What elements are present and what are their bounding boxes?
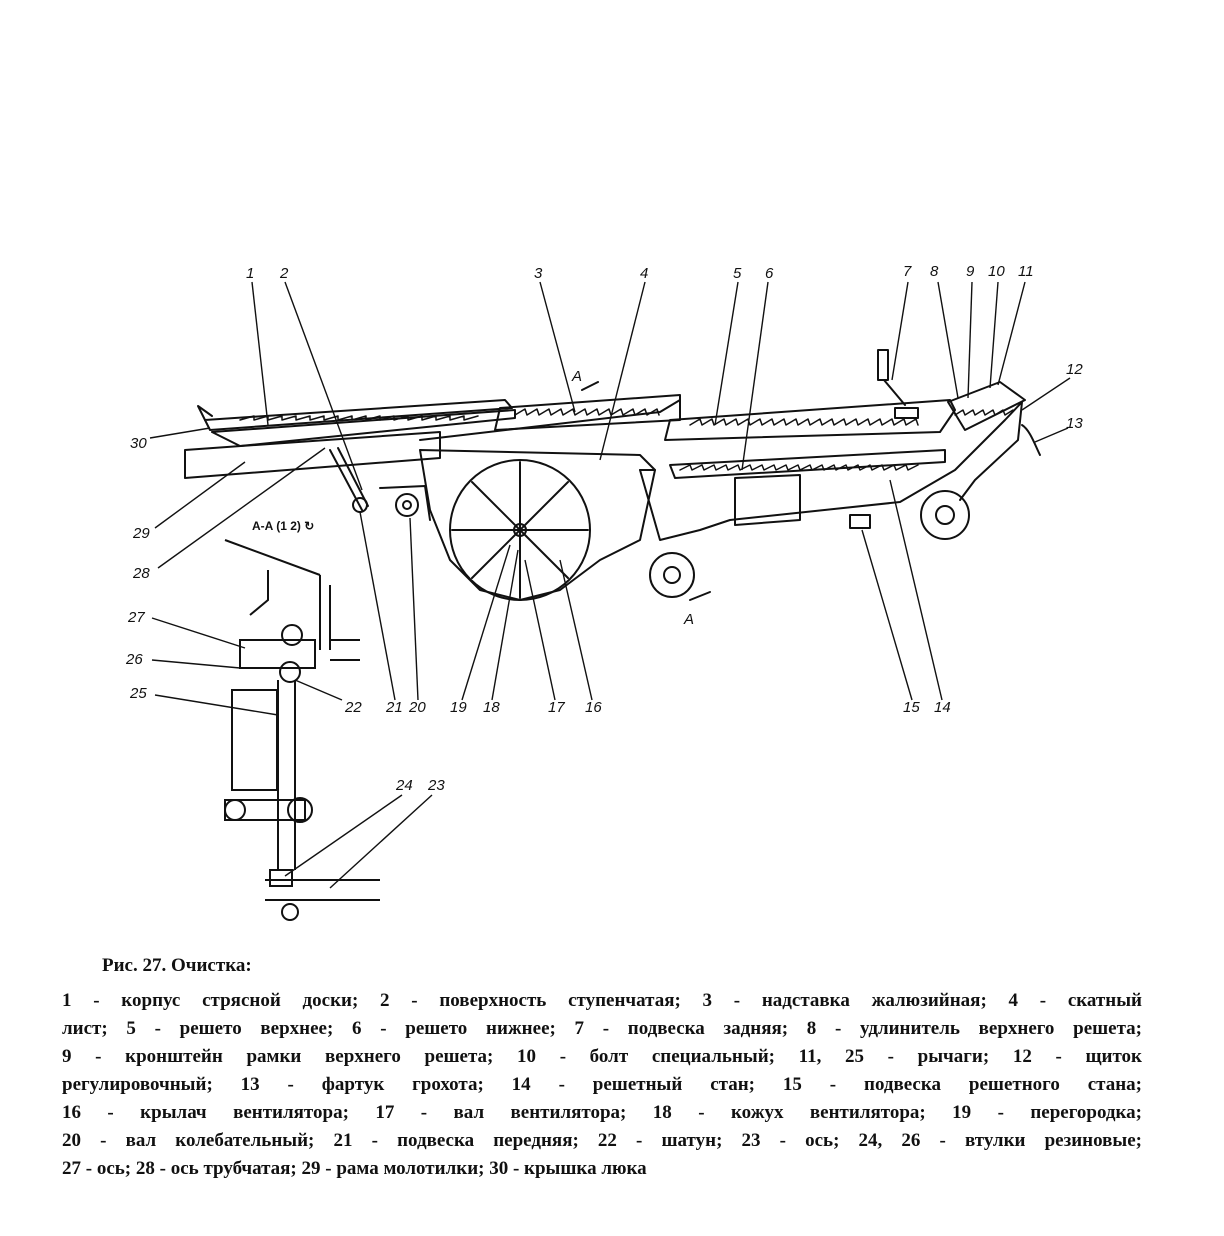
label-12: 12: [1066, 361, 1083, 378]
label-29: 29: [132, 525, 150, 542]
label-19: 19: [450, 699, 467, 716]
label-28: 28: [132, 565, 150, 582]
sieve-frame: [639, 401, 1023, 541]
label-15: 15: [903, 699, 920, 716]
figure-caption: Рис. 27. Очистка: 1 - корпус стрясной до…: [62, 955, 1142, 1183]
thresher-frame: [184, 431, 441, 479]
front-roller: [649, 552, 695, 598]
label-2: 2: [279, 265, 289, 282]
label-4: 4: [640, 265, 648, 282]
label-8: 8: [930, 263, 939, 280]
caption-line: 27 - ось; 28 - ось трубчатая; 29 - рама …: [62, 1158, 647, 1179]
label-16: 16: [585, 699, 602, 716]
caption-line: 16 - крылач вентилятора; 17 - вал вентил…: [62, 1102, 1142, 1123]
rear-hanger: [877, 349, 919, 419]
label-30: 30: [130, 435, 147, 452]
caption-line: 20 - вал колебательный; 21 - подвеска пе…: [62, 1130, 1142, 1151]
lower-sieve: [669, 449, 946, 479]
label-27: 27: [127, 609, 145, 626]
label-26: 26: [125, 651, 143, 668]
fan-rotor: [449, 459, 591, 601]
screen-apron: [1021, 424, 1041, 456]
label-10: 10: [988, 263, 1005, 280]
cleaning-unit-diagram: 1 2 3 4 5 6 7 8 9 10 11 12 13 14 15 16 1…: [125, 263, 1083, 921]
fan-housing: [419, 399, 681, 601]
caption-line: 1 - корпус стрясной доски; 2 - поверхнос…: [62, 990, 1142, 1011]
sieve-frame-hanger: [849, 514, 871, 529]
section-a-a-view: [224, 539, 380, 921]
leader-lines: [149, 281, 1071, 889]
caption-line: 9 - кронштейн рамки верхнего решета; 10 …: [62, 1046, 1142, 1067]
label-11: 11: [1018, 263, 1034, 280]
label-14: 14: [934, 699, 951, 716]
label-7: 7: [903, 263, 912, 280]
label-25: 25: [129, 685, 147, 702]
label-section-a-top: A: [571, 368, 582, 385]
caption-line: лист; 5 - решето верхнее; 6 - решето ниж…: [62, 1018, 1142, 1039]
label-13: 13: [1066, 415, 1083, 432]
label-1: 1: [246, 265, 254, 282]
oscillating-shaft: [379, 485, 431, 521]
upper-sieve: [664, 381, 1026, 441]
label-22: 22: [344, 699, 362, 716]
label-9: 9: [966, 263, 975, 280]
label-21: 21: [385, 699, 403, 716]
front-hanger: [329, 447, 369, 513]
label-24: 24: [395, 777, 413, 794]
caption-line: регулировочный; 13 - фартук грохота; 14 …: [62, 1074, 1142, 1095]
caption-body: 1 - корпус стрясной доски; 2 - поверхнос…: [62, 987, 1142, 1183]
part-labels: 1 2 3 4 5 6 7 8 9 10 11 12 13 14 15 16 1…: [125, 263, 1083, 794]
label-section-view: A-A (1 2) ↻: [252, 519, 314, 533]
caption-title: Рис. 27. Очистка:: [102, 955, 252, 976]
label-18: 18: [483, 699, 500, 716]
label-6: 6: [765, 265, 774, 282]
rear-roller: [920, 490, 970, 540]
shaker-board: [197, 399, 516, 447]
label-3: 3: [534, 265, 543, 282]
label-23: 23: [427, 777, 445, 794]
label-section-a-bottom: A: [683, 611, 694, 628]
label-5: 5: [733, 265, 742, 282]
label-17: 17: [548, 699, 565, 716]
label-20: 20: [408, 699, 426, 716]
